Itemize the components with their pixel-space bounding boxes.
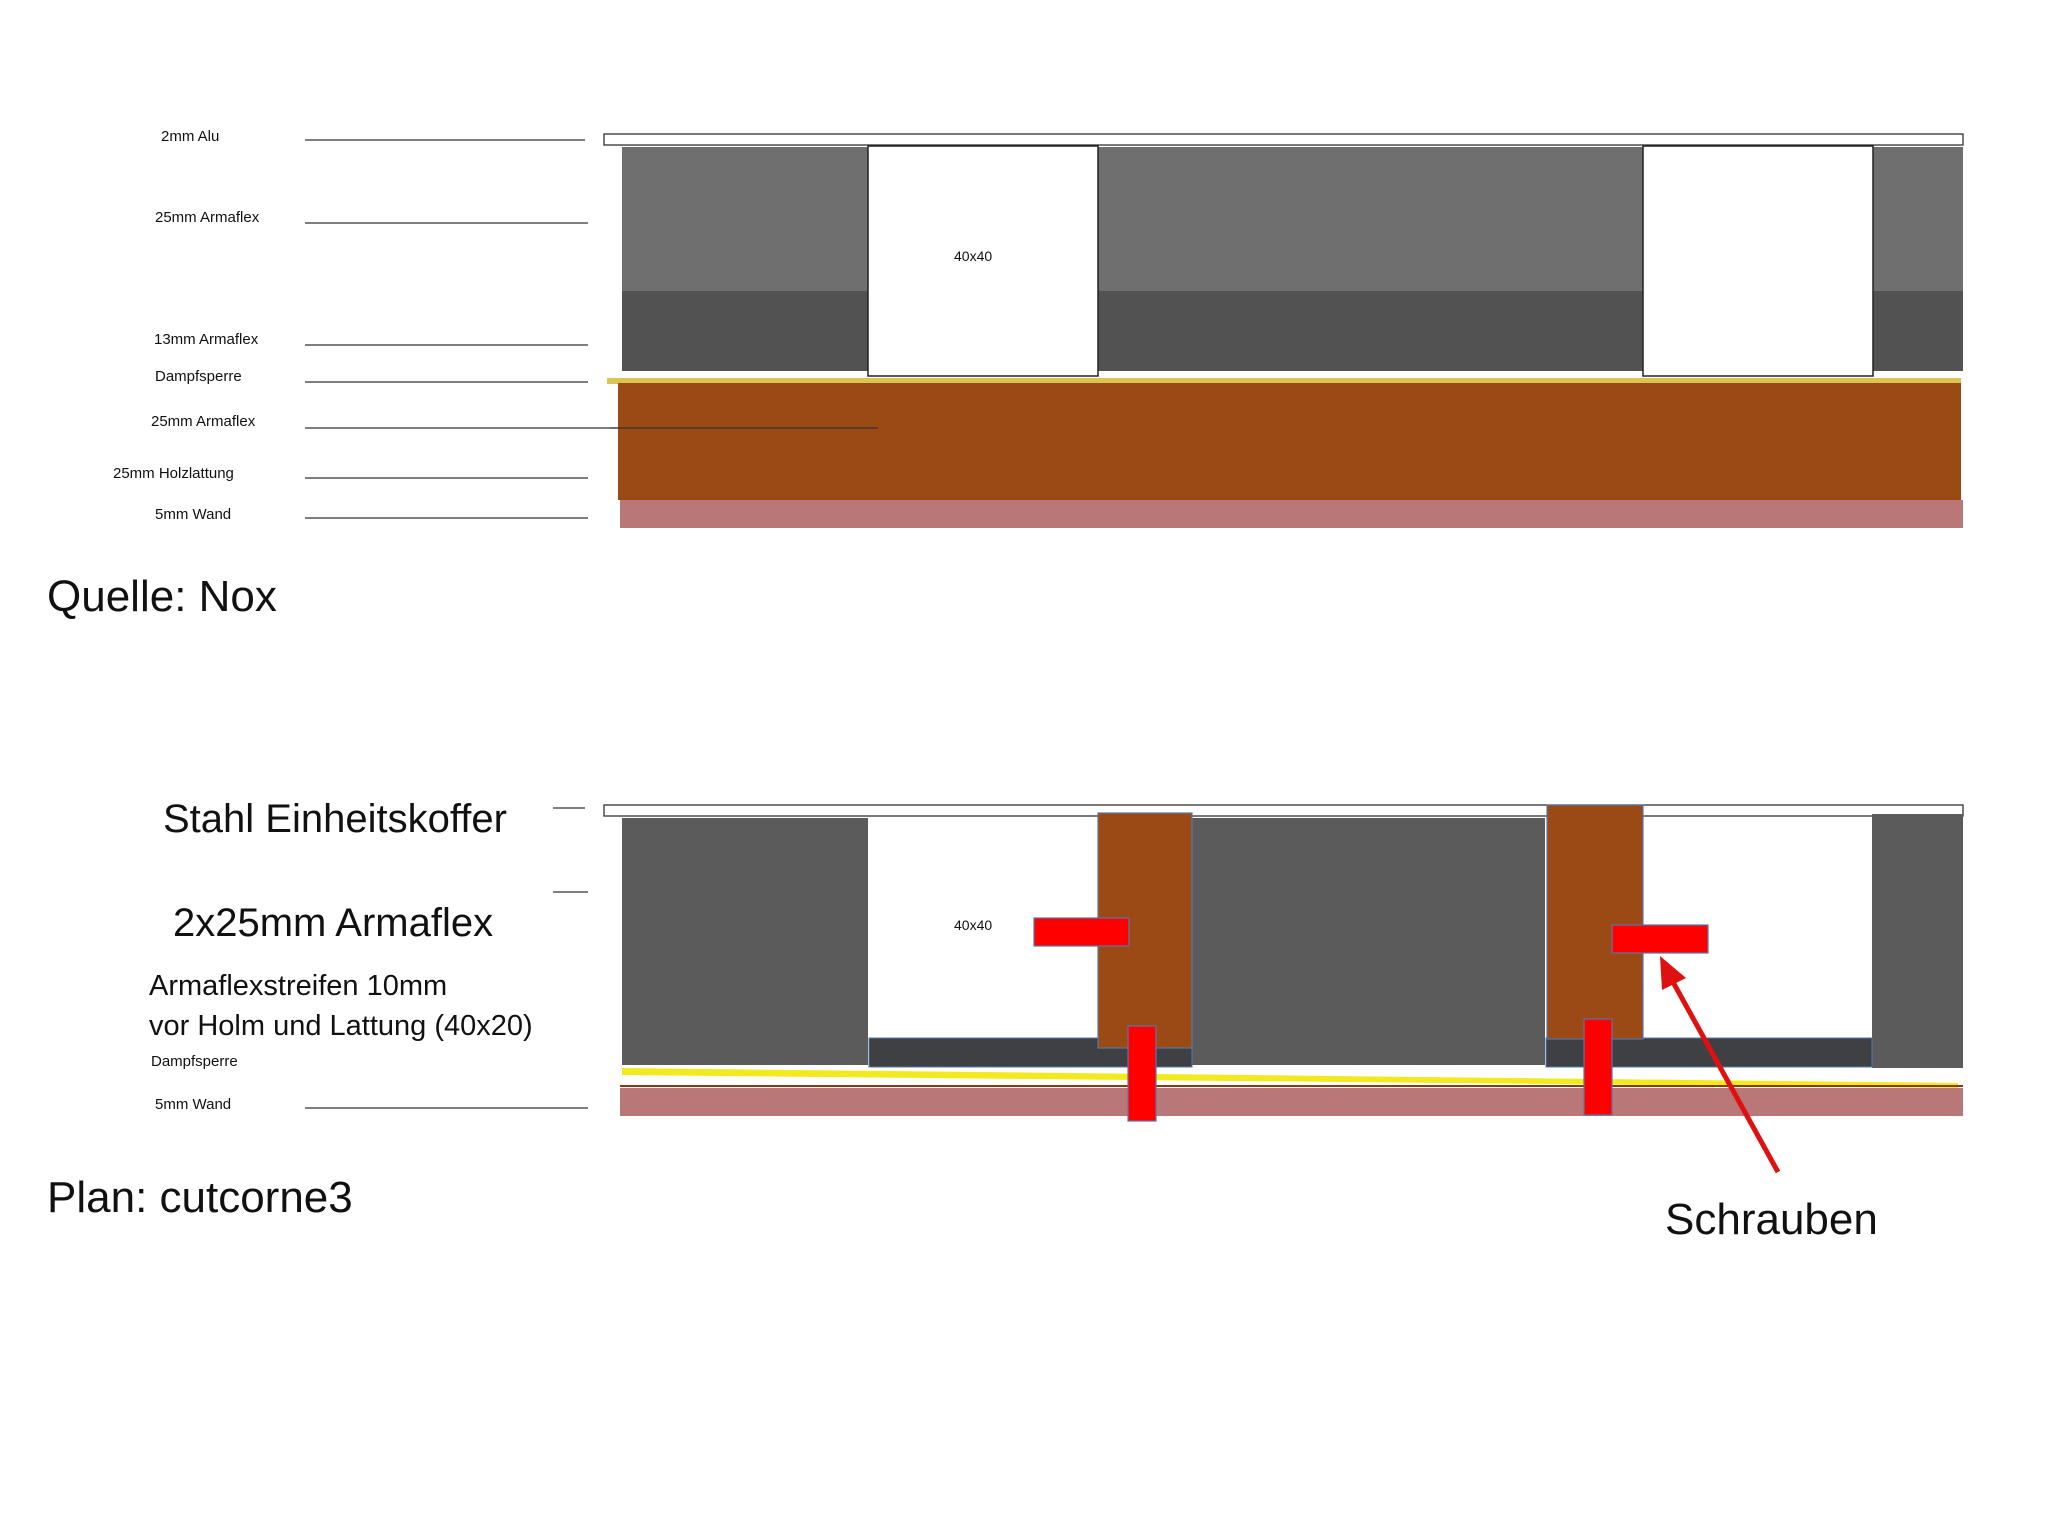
- armaflex-block-right: [1872, 814, 1963, 1068]
- holm-label-bottom: 40x40: [954, 917, 992, 933]
- screw-horizontal-right: [1611, 924, 1709, 954]
- bottom-diagram: Stahl Einheitskoffer 2x25mm Armaflex Arm…: [47, 797, 1964, 1244]
- label-25mm-armaflex-lower: 25mm Armaflex: [151, 413, 256, 430]
- vapor-barrier-top: [607, 378, 1961, 384]
- vapor-barrier-bottom: [622, 1068, 1958, 1088]
- armaflex-block-left: [622, 818, 868, 1065]
- label-2mm-alu: 2mm Alu: [161, 128, 219, 145]
- arrow-head: [1660, 956, 1686, 990]
- label-armaflexstreifen-line2: vor Holm und Lattung (40x20): [149, 1010, 533, 1042]
- screw-vertical-right: [1583, 1018, 1613, 1116]
- wood-batten-right: [1546, 804, 1644, 1040]
- screws: [1033, 917, 1709, 1122]
- label-13mm-armaflex: 13mm Armaflex: [154, 331, 259, 348]
- wall-layer-bottom: [620, 1088, 1963, 1116]
- label-dampfsperre-bottom: Dampfsperre: [151, 1053, 238, 1070]
- label-dampfsperre-top: Dampfsperre: [155, 368, 242, 385]
- label-stahl-einheitskoffer: Stahl Einheitskoffer: [163, 797, 507, 841]
- label-2x25mm-armaflex: 2x25mm Armaflex: [173, 901, 493, 945]
- label-5mm-wand-top: 5mm Wand: [155, 506, 231, 523]
- arrow-shaft: [1665, 971, 1781, 1174]
- label-25mm-holzlattung: 25mm Holzlattung: [113, 465, 234, 482]
- caption-bottom: Plan: cutcorne3: [47, 1173, 353, 1222]
- label-25mm-armaflex-upper: 25mm Armaflex: [155, 209, 260, 226]
- screw-vertical-left: [1127, 1025, 1157, 1122]
- top-diagram: 2mm Alu 25mm Armaflex 13mm Armaflex Damp…: [47, 128, 1964, 621]
- wood-layer: [618, 383, 1961, 500]
- label-5mm-wand-bottom: 5mm Wand: [155, 1096, 231, 1113]
- steel-sheet: [603, 804, 1964, 817]
- holm-block-right: [1642, 145, 1874, 377]
- label-schrauben: Schrauben: [1665, 1195, 1878, 1244]
- alu-sheet: [603, 133, 1964, 146]
- caption-top: Quelle: Nox: [47, 572, 277, 621]
- label-armaflexstreifen-line1: Armaflexstreifen 10mm: [149, 970, 447, 1002]
- top-leader-lines: [305, 139, 878, 519]
- wall-layer-top: [620, 500, 1963, 528]
- armaflex-block-middle: [1188, 818, 1545, 1065]
- screw-horizontal-left: [1033, 917, 1130, 947]
- holm-block-left: [867, 145, 1099, 377]
- bottom-leader-lines: [305, 807, 588, 1109]
- schrauben-arrow: [1660, 956, 1781, 1174]
- holm-label-top: 40x40: [954, 248, 992, 264]
